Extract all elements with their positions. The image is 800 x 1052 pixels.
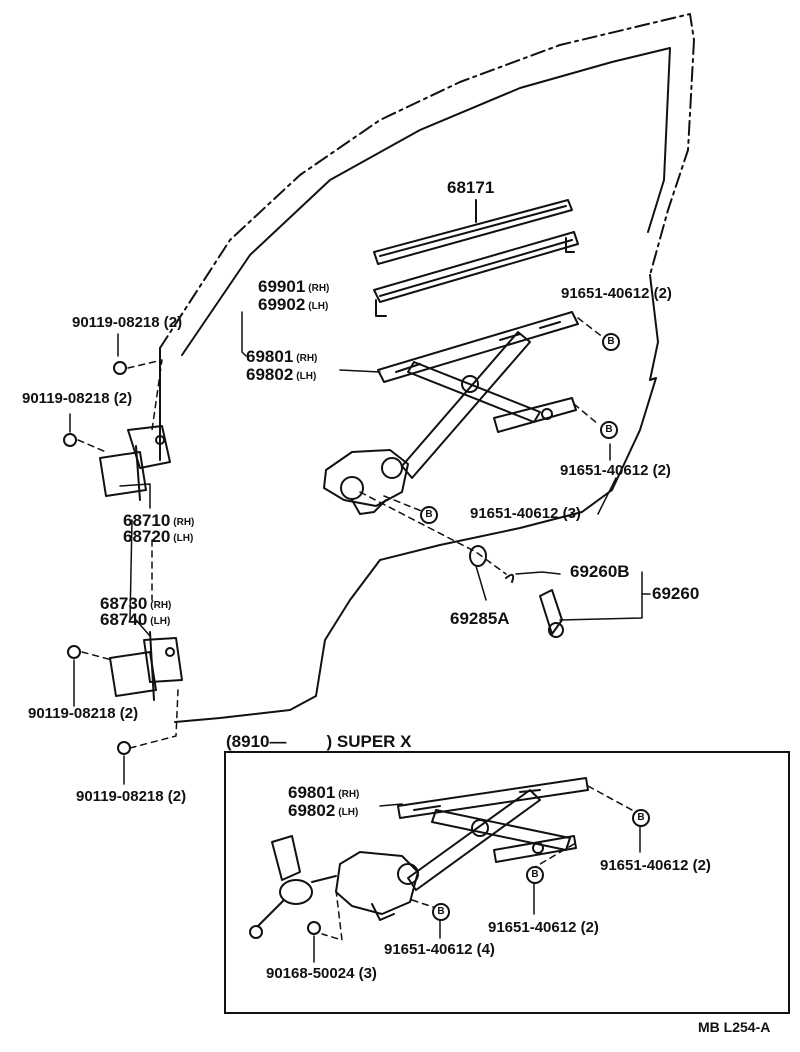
part-label-69260: 69260 xyxy=(652,584,700,603)
part-label-hinge-bolt-1: 90119-08218 (2) xyxy=(72,314,183,331)
part-label-69901: 69901(RH) xyxy=(258,278,329,298)
leader-lines xyxy=(69,311,651,785)
part-label-bolt-mid: 91651-40612 (2) xyxy=(560,462,671,479)
part-label-68171: 68171 xyxy=(447,178,495,197)
side-mark-lh: (LH) xyxy=(308,301,329,312)
part-number: 69801 xyxy=(288,783,336,802)
part-number: 69802 xyxy=(246,365,294,384)
part-label-68720: 68720(LH) xyxy=(123,528,193,548)
part-number: 69901 xyxy=(258,277,306,296)
window-channels xyxy=(373,199,579,317)
part-label-68730: 68730(RH) xyxy=(100,595,171,615)
inset-part-label-bolt-low: 91651-40612 (4) xyxy=(384,941,495,958)
part-number: 68720 xyxy=(123,527,171,546)
inset-title-prefix: (8910— xyxy=(226,732,287,751)
inset-bolt-b-badge: B xyxy=(432,903,450,921)
inset-frame xyxy=(224,751,790,1014)
side-mark-lh: (LH) xyxy=(296,371,317,382)
bolt-b-badge: B xyxy=(602,333,620,351)
inset-part-label-bolt-mid: 91651-40612 (2) xyxy=(488,919,599,936)
part-label-69260b: 69260B xyxy=(570,562,630,581)
inset-bolt-b-badge: B xyxy=(526,866,544,884)
side-mark-rh: (RH) xyxy=(308,283,330,294)
inset-bolt-b-badge: B xyxy=(632,809,650,827)
part-label-69802: 69802(LH) xyxy=(246,366,316,386)
side-mark-rh: (RH) xyxy=(338,789,360,800)
inset-part-label-69801: 69801(RH) xyxy=(288,784,359,804)
bolt-b-badge: B xyxy=(600,421,618,439)
footer-code: MB L254-A xyxy=(698,1019,771,1035)
part-number: 68710 xyxy=(123,511,171,530)
part-number: 69902 xyxy=(258,295,306,314)
part-label-hinge-bolt-3: 90119-08218 (2) xyxy=(28,705,139,722)
inset-title: (8910— ) SUPER X xyxy=(226,733,412,751)
side-mark-rh: (RH) xyxy=(173,517,195,528)
side-mark-rh: (RH) xyxy=(296,353,318,364)
bolt-b-badge: B xyxy=(420,506,438,524)
part-number: 68730 xyxy=(100,594,148,613)
dashed-leaders xyxy=(77,317,605,749)
part-label-hinge-bolt-2: 90119-08218 (2) xyxy=(22,390,133,407)
side-mark-lh: (LH) xyxy=(173,533,194,544)
part-label-69285a: 69285A xyxy=(450,609,510,628)
inset-regulator xyxy=(249,777,589,939)
inset-leader-lines xyxy=(313,803,641,963)
side-mark-lh: (LH) xyxy=(338,807,359,818)
window-regulator xyxy=(323,311,579,515)
part-label-69902: 69902(LH) xyxy=(258,296,328,316)
door-outline xyxy=(159,13,695,723)
part-number: 69802 xyxy=(288,801,336,820)
part-label-69801: 69801(RH) xyxy=(246,348,317,368)
inset-part-label-bolt-top: 91651-40612 (2) xyxy=(600,857,711,874)
part-number: 68740 xyxy=(100,610,148,629)
part-label-hinge-bolt-4: 90119-08218 (2) xyxy=(76,788,187,805)
part-label-bolt-top: 91651-40612 (2) xyxy=(561,285,672,302)
inset-dashed-leaders xyxy=(321,785,633,941)
inset-part-label-motor-bolt: 90168-50024 (3) xyxy=(266,965,377,982)
part-number: 69801 xyxy=(246,347,294,366)
part-label-68740: 68740(LH) xyxy=(100,611,170,631)
inset-part-label-69802: 69802(LH) xyxy=(288,802,358,822)
part-label-bolt-low: 91651-40612 (3) xyxy=(470,505,581,522)
door-hinges xyxy=(63,361,183,755)
side-mark-rh: (RH) xyxy=(150,600,172,611)
part-label-68710: 68710(RH) xyxy=(123,512,194,532)
inset-title-suffix: ) SUPER X xyxy=(326,732,412,751)
side-mark-lh: (LH) xyxy=(150,616,171,627)
